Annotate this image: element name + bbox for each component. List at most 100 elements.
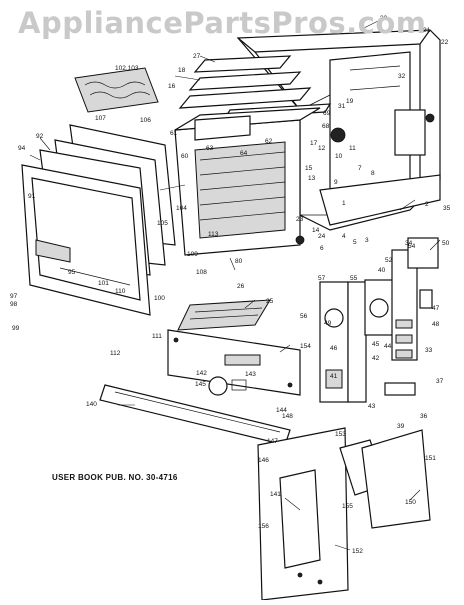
- callout-108: 108: [196, 269, 207, 276]
- callout-13: 13: [308, 175, 316, 182]
- callout-110: 110: [115, 288, 126, 295]
- callout-4: 4: [342, 233, 346, 240]
- callout-7: 7: [358, 165, 362, 172]
- callout-109: 109: [187, 251, 198, 258]
- callout-64: 64: [240, 150, 248, 157]
- callout-41: 41: [330, 373, 338, 380]
- callout-2: 2: [425, 201, 429, 208]
- callout-3: 3: [365, 237, 369, 244]
- callout-19: 19: [346, 98, 354, 105]
- callout-55: 55: [350, 275, 358, 282]
- callout-18: 18: [178, 67, 186, 74]
- callout-40: 40: [378, 267, 386, 274]
- broiler-pan: [177, 299, 271, 331]
- callout-97: 97: [10, 293, 18, 300]
- callout-155: 155: [342, 503, 353, 510]
- callout-56: 56: [300, 313, 308, 320]
- callout-152: 152: [352, 548, 363, 555]
- callout-61: 61: [170, 130, 178, 137]
- side-panel: [257, 427, 431, 601]
- callout-9: 9: [334, 179, 338, 186]
- callout-21: 21: [423, 27, 431, 34]
- callout-69: 69: [323, 110, 331, 117]
- callout-112: 112: [110, 350, 121, 357]
- callout-12: 12: [318, 145, 326, 152]
- callout-24: 24: [318, 233, 326, 240]
- callout-150: 150: [405, 499, 416, 506]
- callout-63: 63: [206, 145, 214, 152]
- callout-62: 62: [265, 138, 273, 145]
- callout-16: 16: [168, 83, 176, 90]
- callout-94: 94: [18, 145, 26, 152]
- callout-92: 92: [36, 133, 44, 140]
- callout-1: 1: [342, 200, 346, 207]
- callout-141: 141: [270, 491, 281, 498]
- callout-34: 34: [405, 240, 413, 247]
- leader-lines: [29, 19, 441, 551]
- callout-20: 20: [380, 15, 388, 22]
- callout-147: 147: [267, 438, 278, 445]
- callout-52: 52: [385, 257, 393, 264]
- callout-17: 17: [310, 140, 318, 147]
- control-trim: [167, 329, 301, 396]
- callout-46: 46: [330, 345, 338, 352]
- callout-95: 95: [68, 269, 76, 276]
- callout-60: 60: [181, 153, 189, 160]
- callout-26: 26: [237, 283, 245, 290]
- callout-154: 154: [300, 343, 311, 350]
- callout-39: 39: [397, 423, 405, 430]
- callout-98: 98: [10, 301, 18, 308]
- callout-113: 113: [208, 231, 219, 238]
- callout-106: 106: [140, 117, 151, 124]
- callout-36: 36: [420, 413, 428, 420]
- callout-101: 101: [98, 280, 109, 287]
- callout-153: 153: [335, 431, 346, 438]
- insulation-blanket: [74, 67, 159, 113]
- callout-68: 68: [322, 123, 330, 130]
- callout-50: 50: [442, 240, 450, 247]
- user-book-note: USER BOOK PUB. NO. 30-4716: [52, 473, 178, 482]
- callout-6: 6: [320, 245, 324, 252]
- callout-80: 80: [235, 258, 243, 265]
- callout-49: 49: [324, 320, 332, 327]
- callout-labels: 20 21 22 27 18 16 19 102,103 94 92 107 1…: [10, 15, 451, 555]
- callout-57: 57: [318, 275, 326, 282]
- callout-104: 104: [176, 205, 187, 212]
- callout-140: 140: [86, 401, 97, 408]
- callout-146: 146: [258, 457, 269, 464]
- callout-156: 156: [258, 523, 269, 530]
- callout-45: 45: [372, 341, 380, 348]
- control-console: [319, 237, 439, 403]
- callout-102-103: 102,103: [115, 65, 139, 72]
- callout-25: 25: [266, 298, 274, 305]
- callout-14: 14: [312, 227, 320, 234]
- lower-panel: [99, 384, 291, 446]
- callout-10: 10: [335, 153, 343, 160]
- callout-48: 48: [432, 321, 440, 328]
- callout-37: 37: [436, 378, 444, 385]
- callout-8: 8: [371, 170, 375, 177]
- callout-145: 145: [195, 381, 206, 388]
- callout-42: 42: [372, 355, 380, 362]
- callout-148: 148: [282, 413, 293, 420]
- callout-32: 32: [398, 73, 406, 80]
- callout-107: 107: [95, 115, 106, 122]
- callout-144: 144: [276, 407, 287, 414]
- callout-23: 23: [296, 216, 304, 223]
- callout-11: 11: [349, 145, 356, 152]
- callout-33: 33: [425, 347, 433, 354]
- oven-liner: [174, 107, 321, 256]
- callout-5: 5: [353, 239, 357, 246]
- callout-105: 105: [157, 220, 168, 227]
- callout-54: 54: [408, 243, 416, 250]
- callout-111: 111: [152, 333, 162, 340]
- callout-31: 31: [338, 103, 346, 110]
- callout-15: 15: [305, 165, 313, 172]
- callout-142: 142: [196, 370, 207, 377]
- callout-99: 99: [12, 325, 20, 332]
- callout-47: 47: [432, 305, 440, 312]
- callout-44: 44: [384, 343, 392, 350]
- callout-100: 100: [154, 295, 165, 302]
